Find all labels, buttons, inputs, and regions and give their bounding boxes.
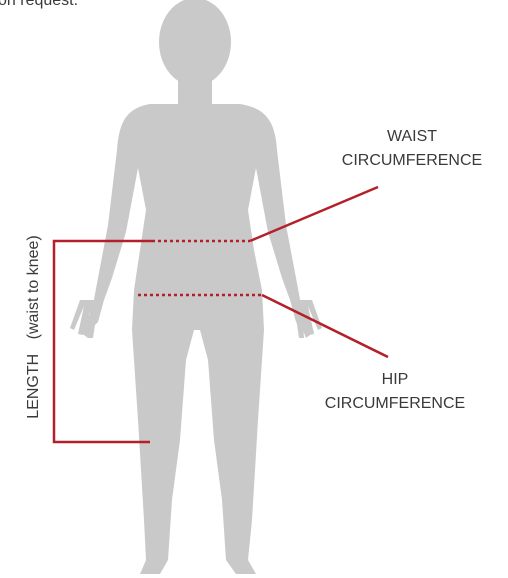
hip-label-line1: HIP [300,368,490,392]
neck [178,78,212,106]
waist-label-line1: WAIST [322,125,502,149]
hip-leader-line [262,295,388,357]
waist-label-line2: CIRCUMFERENCE [322,149,502,173]
body-torso-legs [80,104,314,574]
waist-circumference-label: WAIST CIRCUMFERENCE [322,125,502,173]
length-label-note: (waist to knee) [25,235,42,339]
hip-circumference-label: HIP CIRCUMFERENCE [300,368,490,416]
length-label: LENGTH (waist to knee) [25,235,43,418]
head [159,0,231,86]
length-label-main: LENGTH [25,354,42,419]
body-silhouette [80,0,314,574]
hip-label-line2: CIRCUMFERENCE [300,392,490,416]
